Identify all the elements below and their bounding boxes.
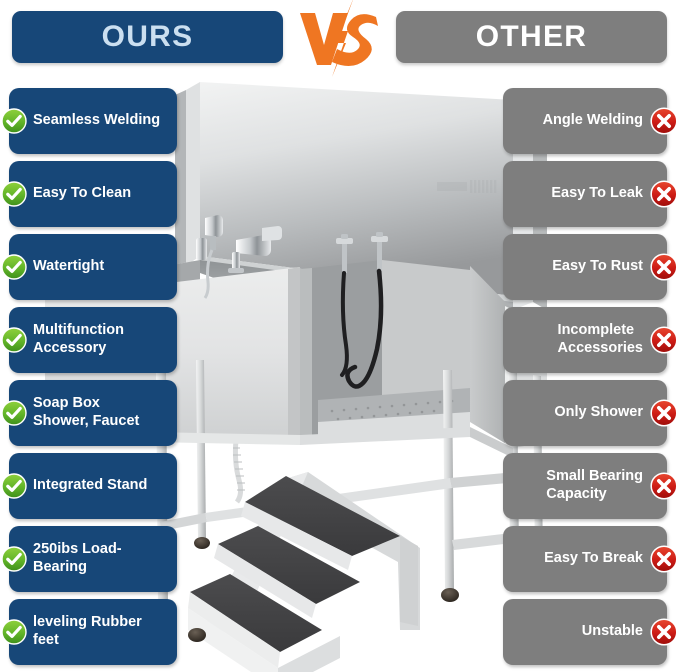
other-feature-row-6: Small Bearing Capacity: [503, 453, 667, 519]
other-feature-row-1: Angle Welding: [503, 88, 667, 154]
other-feature-label: Easy To Rust: [552, 258, 643, 275]
cross-circle-icon: [650, 180, 678, 208]
cross-circle-icon: [650, 399, 678, 427]
ours-feature-label: leveling Rubber feet: [33, 614, 142, 648]
other-feature-label: Easy To Break: [544, 550, 643, 567]
lightning-bolt-icon: [332, 0, 353, 77]
other-feature-row-2: Easy To Leak: [503, 161, 667, 227]
check-circle-icon: [1, 546, 27, 572]
ours-header-bar: OURS: [12, 11, 283, 63]
check-circle-icon: [1, 400, 27, 426]
other-header-label: OTHER: [475, 20, 588, 53]
ours-feature-row-8: leveling Rubber feet: [9, 599, 177, 665]
other-feature-label: Easy To Leak: [551, 185, 643, 202]
cross-circle-icon: [650, 472, 678, 500]
ours-feature-row-1: Seamless Welding: [9, 88, 177, 154]
check-circle-icon: [1, 254, 27, 280]
other-feature-label: Angle Welding: [542, 112, 643, 129]
three-step-ramp: [188, 472, 420, 672]
check-circle-icon: [1, 473, 27, 499]
cross-circle-icon: [650, 618, 678, 646]
ours-feature-label: Easy To Clean: [33, 185, 132, 202]
cross-circle-icon: [650, 326, 678, 354]
drain-hose: [232, 439, 244, 504]
ours-feature-row-2: Easy To Clean: [9, 161, 177, 227]
other-feature-label: Incomplete Accessories: [557, 322, 643, 356]
faucet-assembly: [196, 215, 282, 299]
other-feature-row-8: Unstable: [503, 599, 667, 665]
other-feature-row-7: Easy To Break: [503, 526, 667, 592]
check-circle-icon: [1, 619, 27, 645]
ours-feature-row-4: Multifunction Accessory: [9, 307, 177, 373]
other-feature-label: Unstable: [581, 623, 643, 640]
ours-feature-row-6: Integrated Stand: [9, 453, 177, 519]
ours-feature-row-3: Watertight: [9, 234, 177, 300]
ours-feature-label: Soap Box Shower, Faucet: [33, 395, 140, 429]
ours-feature-label: Integrated Stand: [33, 477, 148, 494]
product-brand-emboss: [437, 180, 497, 193]
ours-feature-label: Multifunction Accessory: [33, 322, 125, 356]
cross-circle-icon: [650, 253, 678, 281]
vs-badge: [288, 0, 392, 77]
other-feature-label: Only Shower: [554, 404, 643, 421]
check-circle-icon: [1, 327, 27, 353]
ours-header-label: OURS: [101, 20, 194, 53]
other-feature-label: Small Bearing Capacity: [546, 468, 643, 502]
other-feature-row-4: Incomplete Accessories: [503, 307, 667, 373]
ours-feature-row-7: 250ibs Load-Bearing: [9, 526, 177, 592]
ours-feature-row-5: Soap Box Shower, Faucet: [9, 380, 177, 446]
ours-feature-label: Seamless Welding: [33, 112, 161, 129]
ours-feature-label: Watertight: [33, 258, 105, 275]
check-circle-icon: [1, 108, 27, 134]
cross-circle-icon: [650, 107, 678, 135]
header: OURS OTHER: [0, 0, 679, 77]
check-circle-icon: [1, 181, 27, 207]
cross-circle-icon: [650, 545, 678, 573]
other-feature-row-3: Easy To Rust: [503, 234, 667, 300]
ours-feature-label: 250ibs Load-Bearing: [33, 541, 122, 575]
other-feature-row-5: Only Shower: [503, 380, 667, 446]
other-header-bar: OTHER: [396, 11, 667, 63]
sprayer-hoses: [336, 232, 388, 389]
